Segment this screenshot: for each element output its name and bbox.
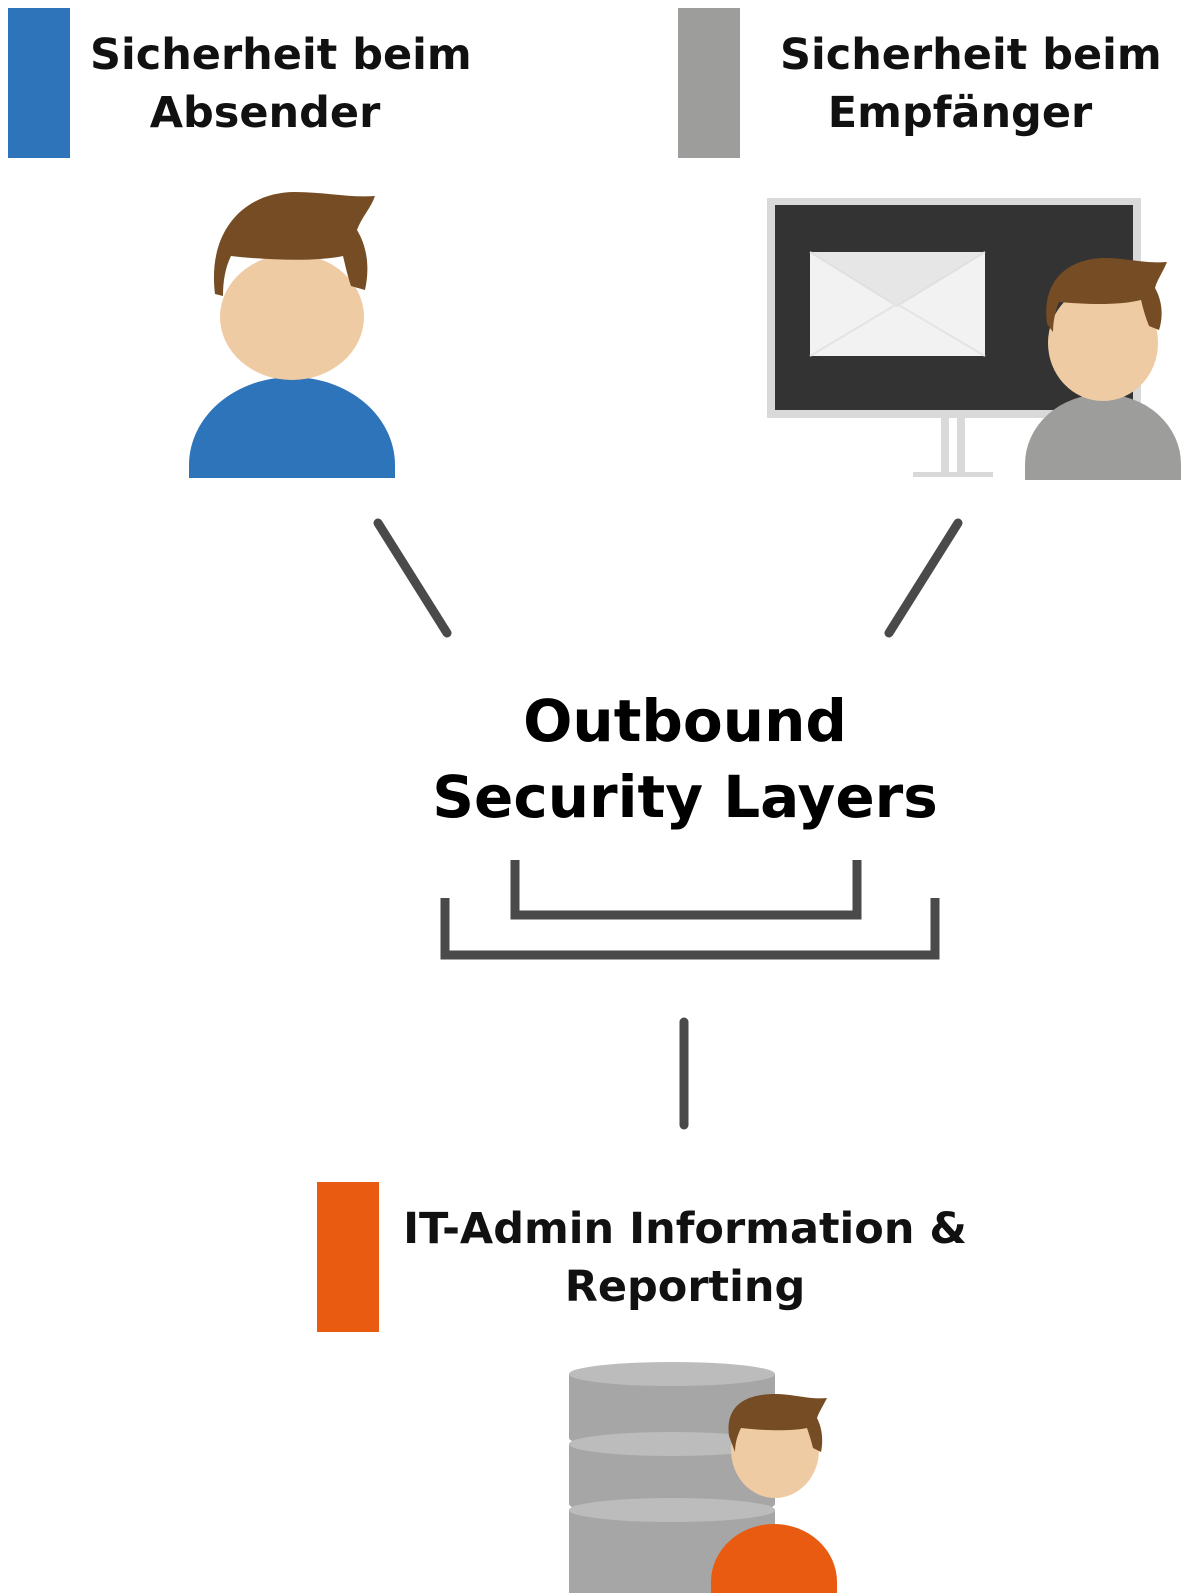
- recipient-color-bar: [678, 8, 740, 158]
- sender-label-line1: Sicherheit beim: [90, 30, 472, 80]
- center-title-line2: Security Layers: [432, 763, 938, 831]
- monitor-email-icon: [767, 198, 1181, 480]
- center-title: Outbound Security Layers: [385, 683, 985, 835]
- admin-connector-line: [679, 1017, 689, 1130]
- outer-layer-bracket: [440, 898, 940, 960]
- admin-label: IT-Admin Information & Reporting: [400, 1200, 970, 1316]
- sender-label-line2: Absender: [149, 88, 381, 138]
- person-icon: [189, 192, 395, 478]
- admin-label-line2: Reporting: [564, 1262, 806, 1312]
- admin-color-bar: [317, 1182, 379, 1332]
- sender-color-bar: [8, 8, 70, 158]
- inner-layer-bracket: [510, 860, 862, 920]
- recipient-label: Sicherheit beim Empfänger: [780, 26, 1162, 142]
- database-admin-icon: [569, 1362, 837, 1593]
- recipient-label-line1: Sicherheit beim: [780, 30, 1162, 80]
- sender-connector-line: [373, 518, 452, 638]
- center-title-line1: Outbound: [523, 687, 847, 755]
- sender-label: Sicherheit beim Absender: [90, 26, 472, 142]
- admin-label-line1: IT-Admin Information &: [403, 1204, 967, 1254]
- recipient-label-line2: Empfänger: [827, 88, 1093, 138]
- recipient-connector-line: [884, 518, 963, 638]
